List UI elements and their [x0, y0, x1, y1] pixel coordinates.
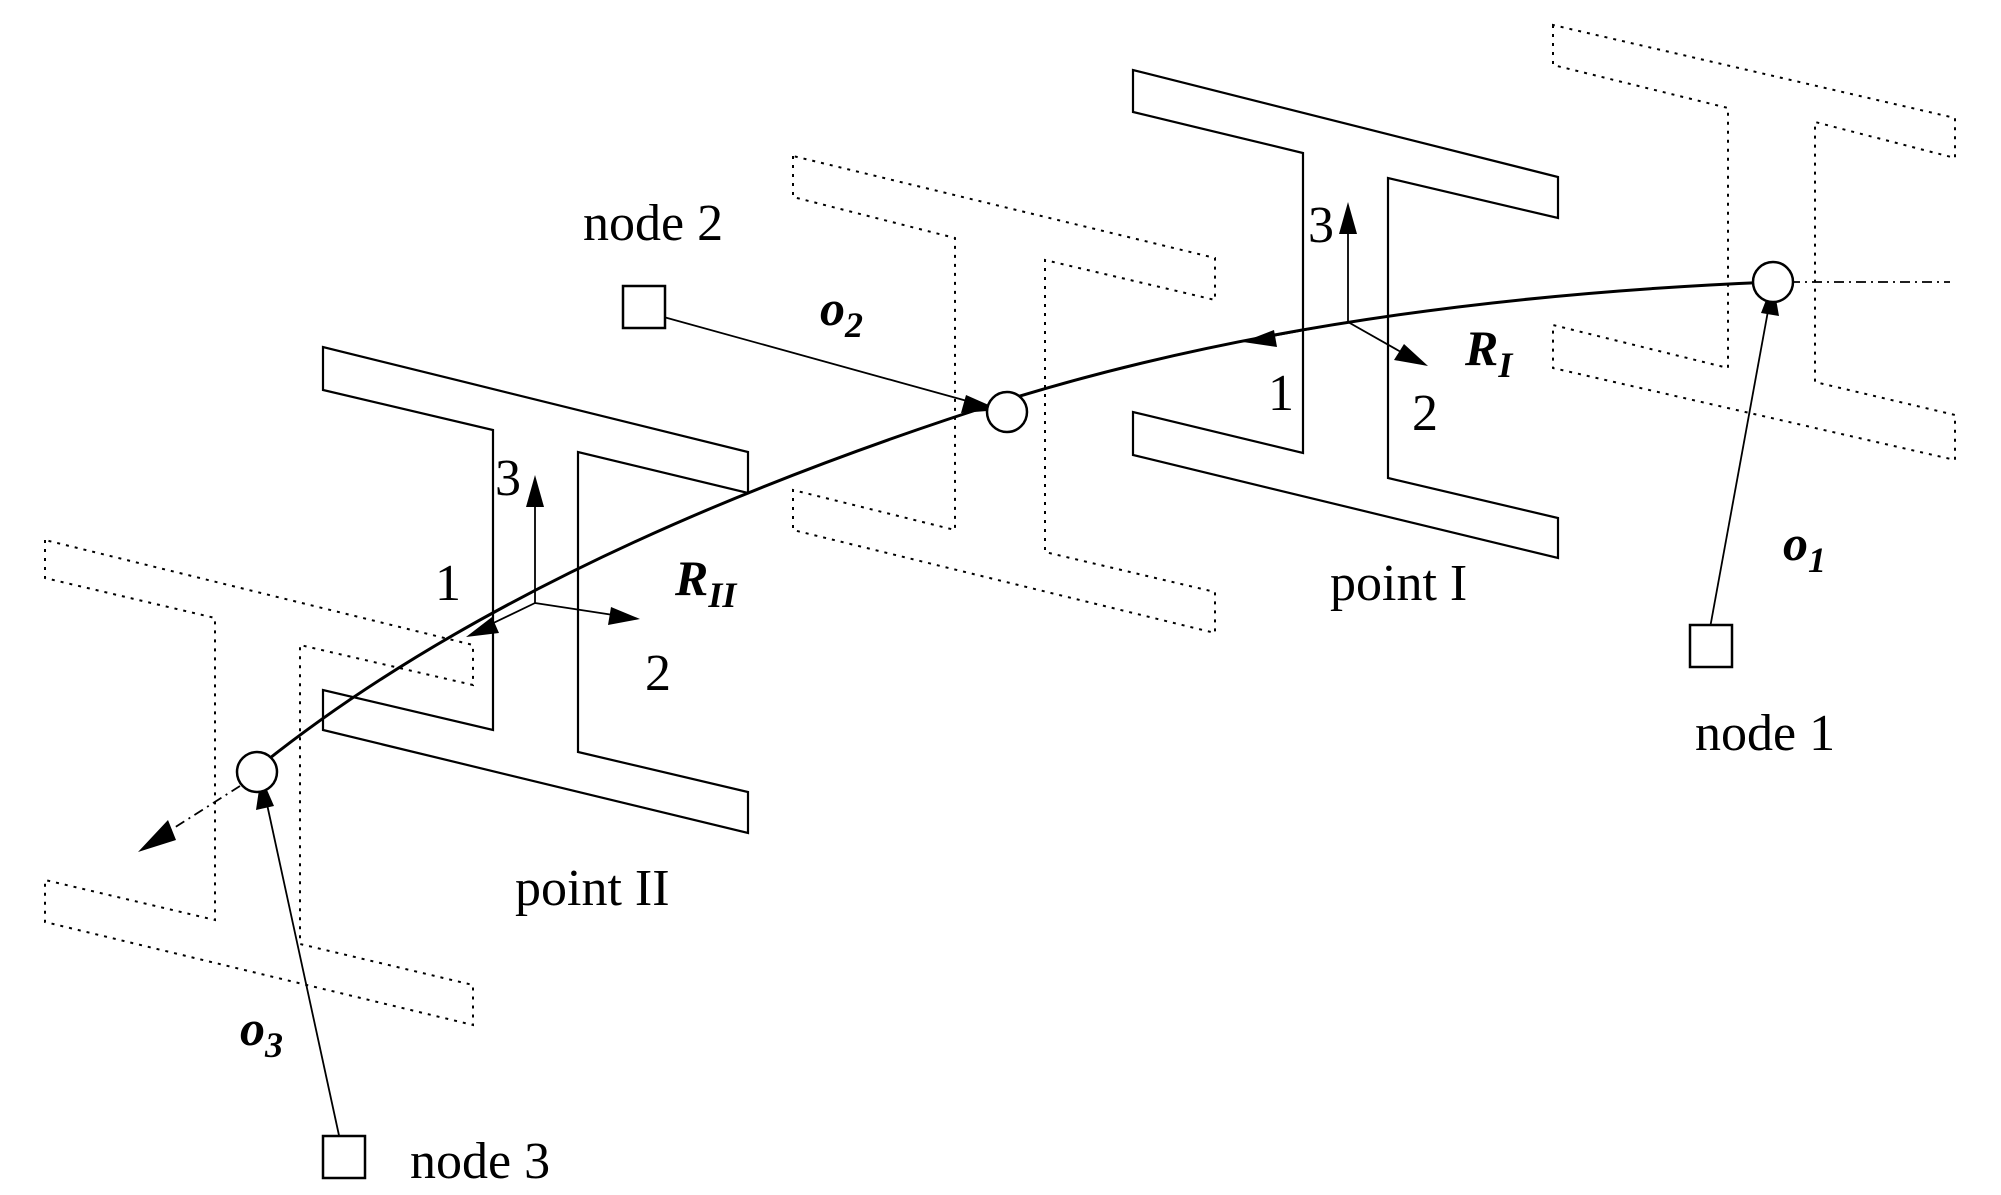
- axis-1-label-point-1: 1: [1268, 365, 1294, 422]
- cross-section-node-2: [792, 154, 1216, 635]
- node-1-label: node 1: [1695, 705, 1835, 762]
- point-1-label: point I: [1330, 555, 1467, 612]
- axis-2-label-point-2: 2: [645, 645, 671, 702]
- node-3-marker: [321, 1134, 367, 1180]
- offset-o3-label: o3: [240, 1000, 283, 1065]
- node-3-label: node 3: [410, 1133, 550, 1190]
- axis-1-label-point-2: 1: [435, 555, 461, 612]
- frame-R-II-label: RII: [674, 550, 738, 615]
- beam-reference-line: [254, 280, 1774, 772]
- cross-section-node-3: [44, 538, 474, 1027]
- cross-section-node-1: [1552, 23, 1956, 462]
- offset-o2-label: o2: [820, 280, 863, 345]
- axis-3-label-point-1: 3: [1308, 197, 1334, 254]
- frame-point-2: [466, 475, 640, 637]
- frame-R-I-label: RI: [1464, 320, 1514, 385]
- node-1-reference-point: [1751, 260, 1795, 304]
- axis-2-label-point-1: 2: [1412, 385, 1438, 442]
- node-2-marker: [621, 284, 667, 330]
- offset-vector-o1: [1709, 282, 1779, 629]
- node-2-reference-point: [985, 390, 1029, 434]
- reference-line-extension-left: [154, 785, 241, 841]
- node-3-reference-point: [235, 750, 279, 794]
- offset-vector-o3: [256, 776, 341, 1141]
- node-2-label: node 2: [583, 195, 723, 252]
- reference-line-arrowhead: [138, 820, 176, 852]
- point-2-label: point II: [515, 860, 670, 917]
- axis-3-label-point-2: 3: [495, 450, 521, 507]
- cross-section-point-1: [1131, 68, 1560, 560]
- frame-point-1: [1243, 202, 1428, 366]
- offset-o1-label: o1: [1783, 515, 1826, 580]
- node-1-marker: [1688, 623, 1734, 669]
